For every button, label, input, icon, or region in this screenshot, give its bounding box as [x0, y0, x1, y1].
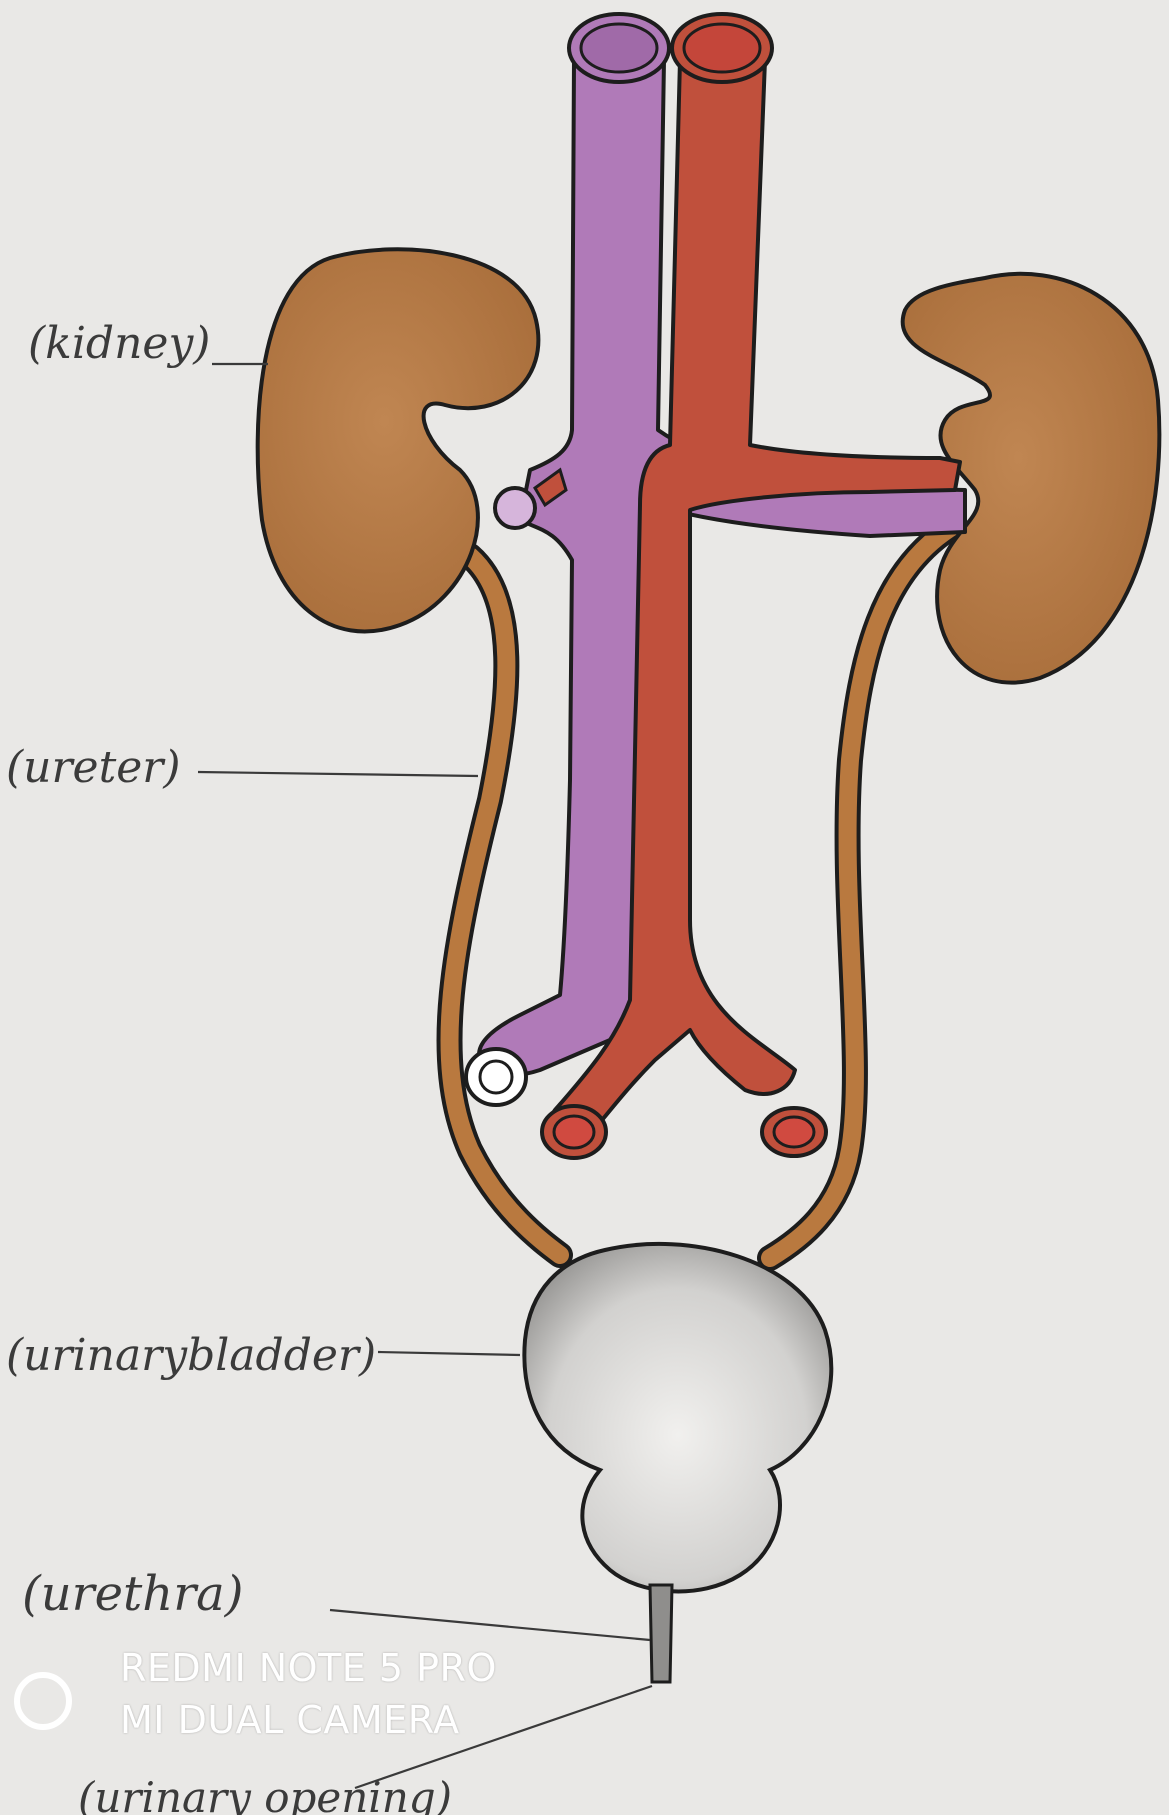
urinary-bladder	[524, 1244, 831, 1592]
ureter-leader-line	[198, 772, 478, 776]
urethra-leader-line	[330, 1610, 650, 1640]
watermark-line-2: MI DUAL CAMERA	[120, 1698, 460, 1742]
camera-watermark: REDMI NOTE 5 PRO MI DUAL CAMERA	[0, 1640, 700, 1770]
urinary-opening-label: (urinary opening)	[78, 1773, 452, 1815]
camera-logo-circle-icon	[14, 1672, 72, 1730]
ureter-label: (ureter)	[6, 742, 181, 793]
urinary-bladder-label: (urinarybladder)	[6, 1330, 376, 1381]
vein-small-vessel-left	[495, 488, 535, 528]
ureter-left	[450, 556, 560, 1255]
urethra-label: (urethra)	[22, 1566, 243, 1622]
bladder-leader-line	[378, 1352, 520, 1355]
watermark-line-1: REDMI NOTE 5 PRO	[120, 1646, 497, 1690]
kidney-label: (kidney)	[28, 318, 210, 369]
